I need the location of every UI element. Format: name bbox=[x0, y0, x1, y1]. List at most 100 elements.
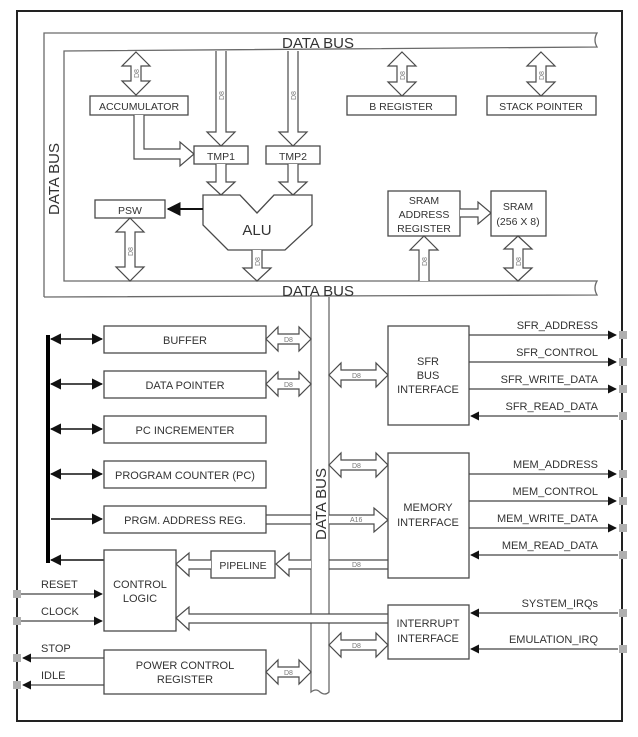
alu-to-bus-arrow: D8 bbox=[241, 250, 273, 282]
memory-d8-line: D8 bbox=[329, 559, 388, 570]
signal-label: MEM_CONTROL bbox=[512, 486, 598, 498]
signal-sfr-address: SFR_ADDRESS bbox=[469, 320, 627, 340]
signal-mem-control: MEM_CONTROL bbox=[469, 486, 627, 506]
sram-address-register-label-2: ADDRESS bbox=[399, 209, 450, 221]
svg-text:D8: D8 bbox=[134, 69, 141, 78]
sram-bus-arrow: D8 bbox=[502, 235, 534, 282]
accumulator-label: ACCUMULATOR bbox=[99, 101, 180, 113]
interrupt-interface-block bbox=[387, 604, 470, 660]
interrupt-interface-label-2: INTERFACE bbox=[397, 633, 459, 645]
power-control-register-block bbox=[103, 649, 267, 695]
power-control-register-label-1: POWER CONTROL bbox=[136, 660, 234, 672]
svg-text:D8: D8 bbox=[284, 337, 293, 344]
port-pin bbox=[13, 617, 21, 625]
port-pin bbox=[619, 551, 627, 559]
internal-address-bus bbox=[46, 335, 50, 563]
vertical-data-bus bbox=[310, 297, 330, 695]
pc-incrementer-label: PC INCREMENTER bbox=[135, 425, 234, 437]
signal-sfr-write-data: SFR_WRITE_DATA bbox=[469, 374, 627, 394]
port-pin bbox=[13, 590, 21, 598]
buffer-group: BUFFER D8 bbox=[49, 325, 312, 354]
pipeline-label: PIPELINE bbox=[219, 560, 266, 572]
port-pin bbox=[619, 331, 627, 339]
svg-text:D8: D8 bbox=[400, 71, 407, 80]
signal-system-irqs: SYSTEM_IRQs bbox=[470, 598, 627, 618]
power-control-bus-arrow: D8 bbox=[265, 658, 312, 686]
pipeline-to-control-arrow bbox=[175, 551, 211, 578]
port-pin bbox=[619, 645, 627, 653]
signal-label: SFR_WRITE_DATA bbox=[501, 374, 599, 386]
sfr-bus-interface-label-3: INTERFACE bbox=[397, 384, 459, 396]
tmp2-label: TMP2 bbox=[279, 151, 307, 163]
port-pin bbox=[619, 412, 627, 420]
port-pin bbox=[619, 470, 627, 478]
middle-bus-label: DATA BUS bbox=[282, 283, 354, 300]
program-counter-label: PROGRAM COUNTER (PC) bbox=[115, 470, 255, 482]
signal-label: SFR_CONTROL bbox=[516, 347, 598, 359]
sram-address-register-label-3: REGISTER bbox=[397, 223, 451, 235]
pc-incrementer-block bbox=[103, 415, 267, 444]
data-pointer-bus-arrow: D8 bbox=[265, 370, 312, 398]
sfr-bus-arrow: D8 bbox=[328, 361, 389, 389]
signal-label: CLOCK bbox=[41, 606, 80, 618]
signal-label: IDLE bbox=[41, 670, 65, 682]
accumulator-bus-arrow: D8 bbox=[120, 51, 152, 96]
svg-text:D8: D8 bbox=[291, 91, 298, 100]
signal-label: RESET bbox=[41, 579, 78, 591]
bus-to-pipeline-arrow bbox=[275, 551, 311, 578]
left-bus-label: DATA BUS bbox=[46, 143, 63, 215]
port-pin bbox=[619, 609, 627, 617]
signal-clock: CLOCK bbox=[13, 606, 103, 626]
b-register-bus-arrow: D8 bbox=[386, 51, 418, 97]
tmp2-bus-arrow: D8 bbox=[277, 51, 309, 147]
control-logic-label-2: LOGIC bbox=[123, 593, 157, 605]
program-counter-group: PROGRAM COUNTER (PC) bbox=[49, 460, 267, 489]
memory-bus-arrow: D8 bbox=[328, 451, 389, 479]
memory-interface-block bbox=[387, 452, 470, 579]
interrupt-to-control-arrow bbox=[175, 605, 388, 632]
prgm-address-reg-label: PRGM. ADDRESS REG. bbox=[124, 515, 246, 527]
svg-text:A16: A16 bbox=[350, 517, 363, 524]
port-pin bbox=[619, 524, 627, 532]
tmp1-label: TMP1 bbox=[207, 151, 235, 163]
sram-block bbox=[490, 190, 547, 237]
signal-emulation-irq: EMULATION_IRQ bbox=[470, 634, 627, 654]
sram-label-2: (256 X 8) bbox=[496, 216, 539, 228]
svg-text:D8: D8 bbox=[219, 91, 226, 100]
psw-label: PSW bbox=[118, 205, 142, 217]
sfr-bus-interface-label-2: BUS bbox=[417, 370, 440, 382]
program-counter-block bbox=[103, 460, 267, 489]
sram-address-register-label-1: SRAM bbox=[409, 195, 439, 207]
data-pointer-block bbox=[103, 370, 267, 399]
signal-label: MEM_WRITE_DATA bbox=[497, 513, 599, 525]
b-register-block bbox=[346, 95, 457, 116]
stack-pointer-block bbox=[486, 95, 597, 116]
a16-to-memory-arrow: A16 bbox=[329, 506, 389, 534]
b-register-label: B REGISTER bbox=[369, 101, 433, 113]
control-logic-label-1: CONTROL bbox=[113, 579, 167, 591]
buffer-block bbox=[103, 325, 267, 354]
svg-text:D8: D8 bbox=[352, 373, 361, 380]
port-pin bbox=[13, 654, 21, 662]
bus-to-sram-addr-arrow: D8 bbox=[408, 235, 440, 281]
interrupt-interface-label-1: INTERRUPT bbox=[397, 618, 460, 630]
accumulator-to-tmp1-arrow bbox=[133, 115, 195, 168]
tmp1-to-alu-arrow bbox=[205, 164, 237, 196]
buffer-label: BUFFER bbox=[163, 335, 207, 347]
svg-text:D8: D8 bbox=[516, 257, 523, 266]
stack-pointer-label: STACK POINTER bbox=[499, 101, 583, 113]
memory-interface-label-1: MEMORY bbox=[403, 502, 453, 514]
svg-text:D8: D8 bbox=[352, 463, 361, 470]
signal-label: STOP bbox=[41, 643, 71, 655]
port-pin bbox=[13, 681, 21, 689]
top-data-bus bbox=[43, 32, 599, 298]
port-pin bbox=[619, 497, 627, 505]
signal-label: MEM_ADDRESS bbox=[513, 459, 598, 471]
sram-label-1: SRAM bbox=[503, 201, 533, 213]
sfr-bus-interface-label-1: SFR bbox=[417, 356, 439, 368]
signal-label: SFR_ADDRESS bbox=[517, 320, 598, 332]
interrupt-bus-arrow: D8 bbox=[328, 631, 389, 659]
stack-pointer-bus-arrow: D8 bbox=[525, 51, 557, 97]
